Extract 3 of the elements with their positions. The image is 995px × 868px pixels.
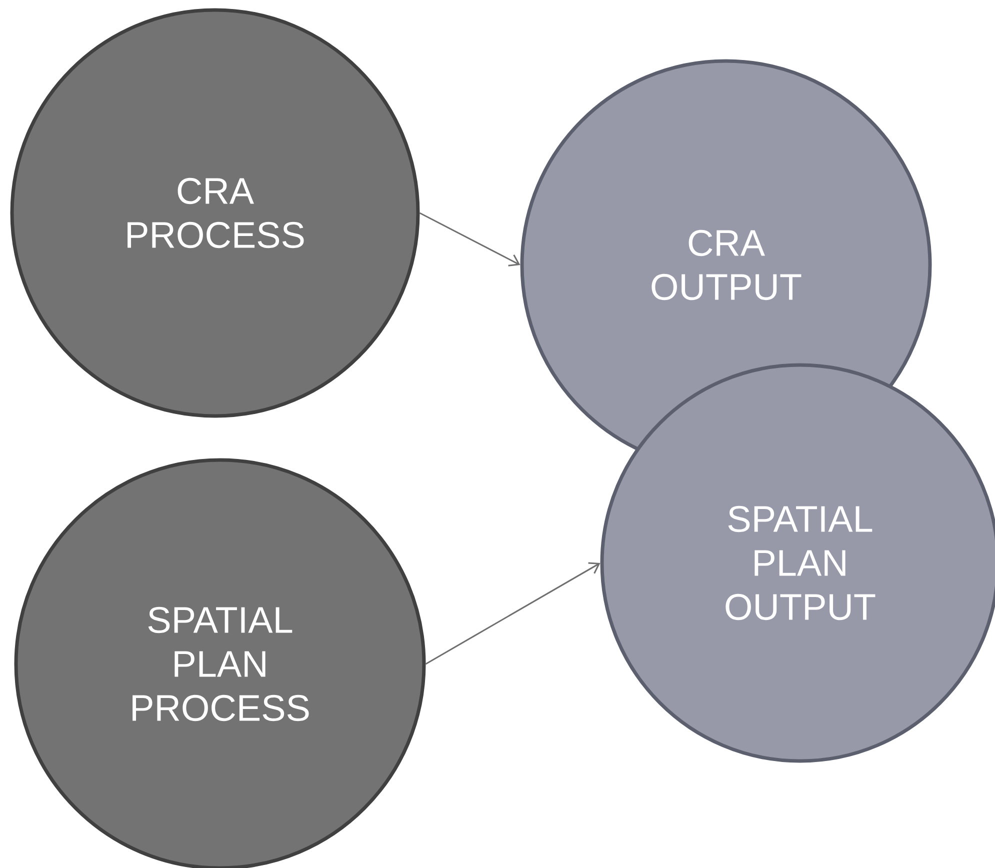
node-label: SPATIAL PLAN OUTPUT bbox=[726, 506, 876, 620]
arrow bbox=[419, 212, 520, 266]
arrow bbox=[425, 562, 600, 665]
